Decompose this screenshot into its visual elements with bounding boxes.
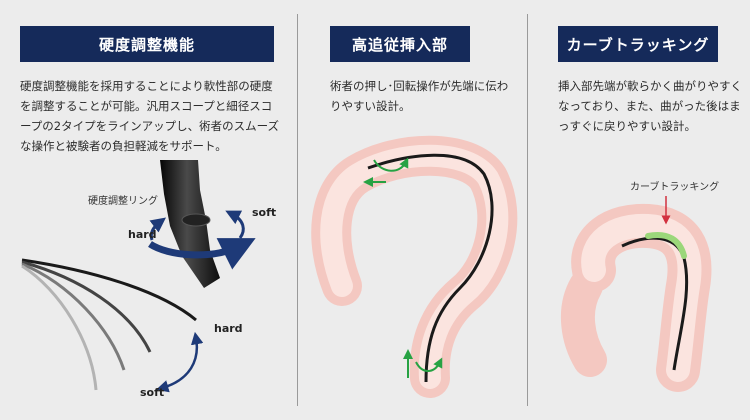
rotate-arrow bbox=[415, 357, 443, 372]
insertion-title: 高追従挿入部 bbox=[330, 26, 470, 62]
tube-medium-1 bbox=[21, 260, 152, 353]
tube-stiff bbox=[21, 258, 197, 322]
insertion-panel: 高追従挿入部 術者の押し･回転操作が先端に伝わりやすい設計。 bbox=[298, 0, 527, 420]
hard-label-top: hard bbox=[128, 228, 157, 241]
divider-left bbox=[297, 14, 298, 406]
tube-soft bbox=[21, 264, 98, 391]
curve-description: 挿入部先端が軟らかく曲がりやすくなっており、また、曲がった後はまっすぐに戻りやす… bbox=[558, 79, 742, 133]
divider-right bbox=[527, 14, 528, 406]
soft-label-top: soft bbox=[252, 206, 277, 219]
stiffness-ring bbox=[181, 213, 211, 227]
hard-label-bottom: hard bbox=[214, 322, 243, 335]
stiffness-description: 硬度調整機能を採用することにより軟性部の硬度を調整することが可能。汎用スコープと… bbox=[20, 79, 280, 153]
stiffness-ring-label: 硬度調整リング bbox=[88, 196, 158, 207]
stiffness-panel: 硬度調整機能 硬度調整機能を採用することにより軟性部の硬度を調整することが可能。… bbox=[0, 0, 297, 420]
rotation-arrow bbox=[148, 238, 256, 270]
scope-tube bbox=[367, 153, 494, 383]
insertion-illustration bbox=[311, 135, 518, 398]
stiffness-title: 硬度調整機能 bbox=[20, 26, 274, 62]
curve-tracking-section bbox=[645, 232, 687, 259]
curve-title: カーブトラッキング bbox=[558, 26, 718, 62]
curve-illustration bbox=[560, 196, 712, 392]
bending-arrow bbox=[155, 331, 204, 393]
tip-rotate-arrow bbox=[373, 157, 409, 172]
curve-callout-label: カーブトラッキング bbox=[630, 182, 720, 193]
soft-label-bottom: soft bbox=[140, 386, 165, 399]
stiffness-illustration bbox=[21, 160, 256, 393]
curve-panel: カーブトラッキング 挿入部先端が軟らかく曲がりやすくなっており、また、曲がった後… bbox=[528, 0, 750, 420]
insertion-description: 術者の押し･回転操作が先端に伝わりやすい設計。 bbox=[330, 79, 509, 113]
tube-medium-2 bbox=[21, 262, 126, 371]
